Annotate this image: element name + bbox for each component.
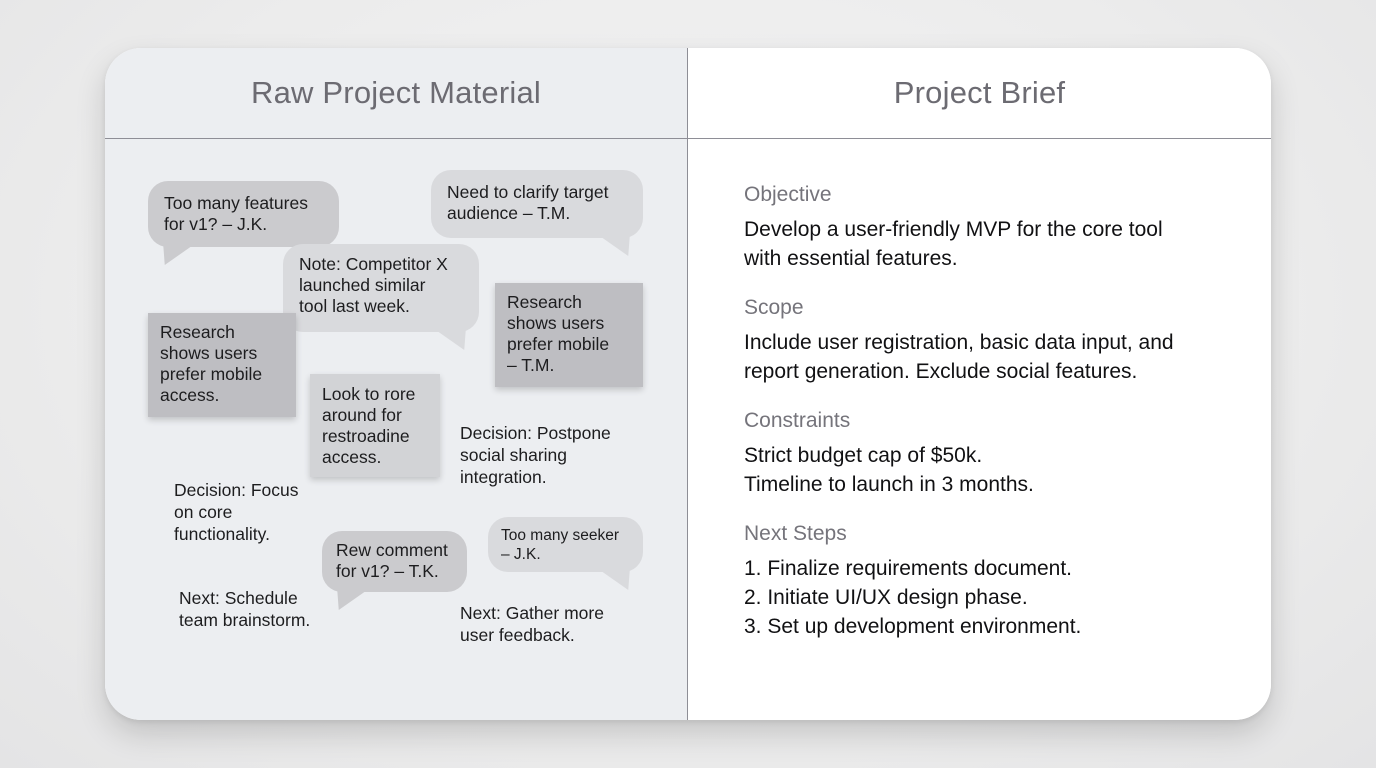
note-line: for v1? – J.K. (164, 214, 268, 234)
note-line: around for (322, 405, 402, 425)
text-note: Decision: Focus on core functionality. (174, 479, 299, 545)
note-line: social sharing (460, 445, 567, 465)
note-line: user feedback. (460, 625, 575, 645)
sticky-note: Research shows users prefer mobile acces… (148, 313, 296, 417)
note-line: on core (174, 502, 233, 522)
speech-bubble-note: Rew comment for v1? – T.K. (322, 531, 467, 610)
speech-bubble-note: Too many seeker – J.K. (488, 517, 643, 590)
project-brief-title: Project Brief (688, 48, 1271, 139)
section-title: Constraints (744, 409, 851, 432)
raw-material-panel: Raw Project Material Too many features f… (105, 48, 688, 720)
note-line: Decision: Focus (174, 480, 299, 500)
section-line: Develop a user-friendly MVP for the core… (744, 218, 1163, 241)
text-note: Decision: Postpone social sharing integr… (460, 422, 611, 488)
section-line: Timeline to launch in 3 months. (744, 473, 1034, 496)
section-next-steps: Next Steps 1. Finalize requirements docu… (744, 521, 1244, 641)
section-line: Strict budget cap of $50k. (744, 444, 983, 467)
note-line: Research (507, 292, 582, 312)
comparison-card: Raw Project Material Too many features f… (105, 48, 1271, 720)
bubble-tail-icon (156, 245, 194, 265)
section-title: Objective (744, 183, 832, 206)
section-line: 3. Set up development environment. (744, 615, 1082, 638)
note-line: Note: Competitor X (299, 254, 448, 274)
note-line: prefer mobile (507, 334, 610, 354)
note-line: restroadine (322, 426, 410, 446)
note-line: – J.K. (501, 546, 541, 563)
text-note: Next: Gather more user feedback. (460, 602, 604, 646)
notes-board: Too many features for v1? – J.K. Need to… (105, 48, 687, 720)
note-line: integration. (460, 467, 547, 487)
section-line: with essential features. (744, 247, 958, 270)
speech-bubble-note: Need to clarify target audience – T.M. (431, 170, 643, 256)
section-line: Include user registration, basic data in… (744, 331, 1174, 354)
note-line: launched similar (299, 275, 426, 295)
note-line: Too many features (164, 193, 308, 213)
sticky-note: Research shows users prefer mobile – T.M… (495, 283, 643, 387)
bubble-tail-icon (330, 590, 368, 610)
section-scope: Scope Include user registration, basic d… (744, 295, 1244, 386)
section-title: Next Steps (744, 522, 847, 545)
brief-content: Objective Develop a user-friendly MVP fo… (744, 182, 1244, 663)
note-line: for v1? – T.K. (336, 561, 439, 581)
section-constraints: Constraints Strict budget cap of $50k. T… (744, 408, 1244, 499)
note-line: access. (322, 447, 382, 467)
section-line: 1. Finalize requirements document. (744, 557, 1072, 580)
text-note: Next: Schedule team brainstorm. (179, 587, 310, 631)
note-line: access. (160, 385, 220, 405)
section-body: 1. Finalize requirements document. 2. In… (744, 554, 1244, 641)
note-line: audience – T.M. (447, 203, 571, 223)
note-line: shows users (507, 313, 605, 333)
section-body: Strict budget cap of $50k. Timeline to l… (744, 441, 1244, 499)
note-line: Look to rore (322, 384, 416, 404)
note-line: tool last week. (299, 296, 410, 316)
bubble-tail-icon (599, 236, 637, 256)
section-objective: Objective Develop a user-friendly MVP fo… (744, 182, 1244, 273)
bubble-tail-icon (435, 330, 473, 350)
raw-material-title: Raw Project Material (105, 48, 687, 139)
speech-bubble-note: Note: Competitor X launched similar tool… (283, 244, 479, 350)
note-line: team brainstorm. (179, 610, 311, 630)
note-line: functionality. (174, 524, 270, 544)
section-body: Develop a user-friendly MVP for the core… (744, 215, 1244, 273)
section-title: Scope (744, 296, 804, 319)
note-line: Next: Gather more (460, 603, 604, 623)
section-line: report generation. Exclude social featur… (744, 360, 1138, 383)
note-line: Rew comment (336, 540, 448, 560)
note-line: – T.M. (507, 355, 555, 375)
bubble-tail-icon (599, 570, 637, 590)
project-brief-panel: Project Brief Objective Develop a user-f… (688, 48, 1271, 720)
speech-bubble-note: Too many features for v1? – J.K. (148, 181, 339, 265)
note-line: prefer mobile (160, 364, 263, 384)
section-line: 2. Initiate UI/UX design phase. (744, 586, 1028, 609)
note-line: Need to clarify target (447, 182, 609, 202)
note-line: Decision: Postpone (460, 423, 611, 443)
sticky-note: Look to rore around for restroadine acce… (310, 374, 440, 477)
section-body: Include user registration, basic data in… (744, 328, 1244, 386)
note-line: Too many seeker (501, 527, 620, 544)
note-line: shows users (160, 343, 258, 363)
note-line: Research (160, 322, 235, 342)
note-line: Next: Schedule (179, 588, 298, 608)
